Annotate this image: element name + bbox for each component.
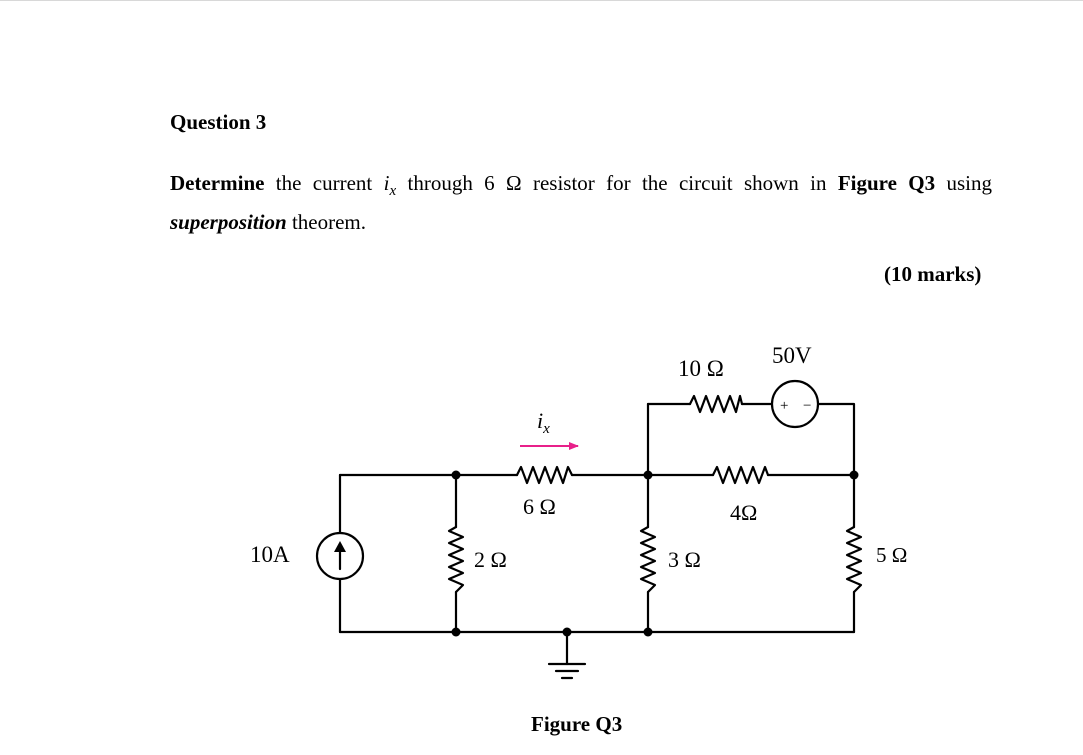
label-4ohm: 4Ω [730, 500, 757, 525]
label-6ohm: 6 Ω [523, 494, 556, 519]
resistor-6ohm [515, 465, 574, 485]
voltage-source-50v [770, 379, 820, 429]
method-superposition: superposition [170, 210, 287, 235]
resistor-2ohm [447, 525, 465, 594]
current-source-arrowhead [334, 541, 346, 552]
resistor-3ohm [639, 525, 657, 594]
question-title: Question 3 [170, 110, 267, 134]
node-top-middle [643, 470, 653, 480]
label-3ohm: 3 Ω [668, 547, 701, 572]
label-10ohm: 10 Ω [678, 356, 724, 381]
node-bottom-left [451, 627, 461, 637]
wire-top-branch [646, 402, 856, 477]
verb-determine: Determine [170, 171, 265, 195]
node-top-left [451, 470, 461, 480]
current-symbol: ix [383, 171, 397, 200]
label-plus: + [780, 398, 788, 414]
marks-label: (10 marks) [884, 262, 982, 286]
label-2ohm: 2 Ω [474, 547, 507, 572]
node-bottom-ground [562, 627, 572, 637]
label-5ohm: 5 Ω [876, 543, 907, 567]
resistor-4ohm [711, 465, 770, 485]
label-50v: 50V [772, 343, 812, 368]
node-bottom-middle [643, 627, 653, 637]
label-current-ix: ix [537, 408, 550, 437]
ground-symbol [547, 662, 587, 680]
resistor-5ohm [845, 525, 863, 594]
current-source-10a [315, 531, 365, 581]
resistor-10ohm [688, 394, 744, 414]
top-divider [0, 0, 1083, 1]
label-10a: 10A [250, 542, 290, 567]
text-part-1: the current [264, 171, 384, 195]
text-part-2: through 6 Ω resistor for the circuit sho… [396, 171, 838, 195]
figure-reference: Figure Q3 [837, 171, 936, 195]
text-part-4: theorem. [286, 210, 367, 235]
figure-caption: Figure Q3 [531, 712, 623, 736]
text-part-3: using [935, 171, 992, 195]
node-top-right [849, 470, 859, 480]
label-minus: − [803, 398, 811, 414]
question-text: Determine the current ix through 6 Ω res… [170, 168, 992, 238]
